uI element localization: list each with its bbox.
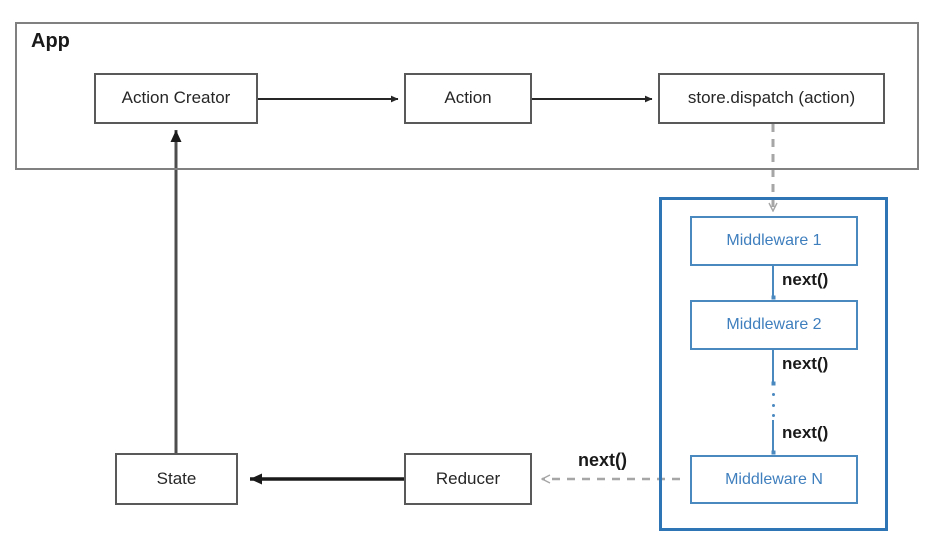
- vertical-ellipsis-icon: [771, 393, 776, 417]
- node-action[interactable]: Action: [404, 73, 532, 124]
- node-middleware-n-label: Middleware N: [725, 470, 823, 488]
- node-middleware-n[interactable]: Middleware N: [690, 455, 858, 504]
- node-state-label: State: [156, 468, 197, 488]
- edge-label-next-2: next(): [782, 354, 829, 373]
- node-middleware-1-label: Middleware 1: [726, 232, 822, 250]
- edge-label-next-3: next(): [782, 423, 829, 442]
- node-action-creator[interactable]: Action Creator: [94, 73, 258, 124]
- node-middleware-2[interactable]: Middleware 2: [690, 300, 858, 350]
- node-reducer[interactable]: Reducer: [404, 453, 532, 505]
- node-action-creator-label: Action Creator: [121, 88, 231, 108]
- node-state[interactable]: State: [115, 453, 238, 505]
- edge-label-next-reducer: next(): [578, 450, 627, 470]
- node-middleware-2-label: Middleware 2: [726, 316, 822, 334]
- middleware-panel-container: [659, 197, 888, 531]
- app-group-container: [15, 22, 919, 170]
- node-middleware-1[interactable]: Middleware 1: [690, 216, 858, 266]
- app-group-label: App: [31, 30, 70, 52]
- node-store-dispatch[interactable]: store.dispatch (action): [658, 73, 885, 124]
- edge-label-next-1: next(): [782, 270, 829, 289]
- node-reducer-label: Reducer: [435, 468, 501, 488]
- node-action-label: Action: [444, 88, 492, 108]
- node-store-dispatch-label: store.dispatch (action): [687, 88, 856, 108]
